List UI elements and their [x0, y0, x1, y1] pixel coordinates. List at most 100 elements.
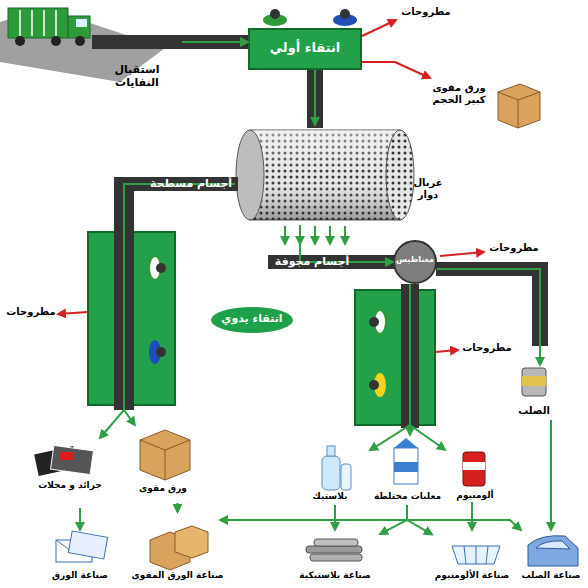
node-text: صناعة بلاستيكية — [290, 570, 380, 580]
fall-arrow — [329, 226, 331, 244]
flow-arrow — [437, 269, 540, 365]
node-text: معلبات مختلطة — [371, 491, 444, 501]
truck-cab — [68, 16, 90, 38]
fall-arrow — [299, 226, 301, 244]
industry-item: صناعة الورق — [40, 530, 120, 585]
industry-item: صناعة الورق المقوى — [135, 512, 220, 585]
tray-icon — [452, 546, 500, 564]
flow-arrow — [407, 505, 432, 534]
box-edge — [498, 92, 540, 100]
sieve-end — [386, 130, 414, 220]
flow-arrow — [182, 41, 248, 43]
node-text: بلاستيك — [300, 491, 360, 501]
pipes-icon — [306, 539, 362, 561]
envelope-icon — [56, 531, 108, 562]
flow-arrow — [410, 284, 445, 450]
fall-arrow — [344, 226, 346, 244]
industry-item: صناعة بلاستيكية — [290, 530, 380, 585]
flow-arrow — [124, 184, 235, 425]
worker-head — [369, 317, 379, 327]
truck — [8, 8, 90, 46]
node-text: مغناطيس — [391, 255, 439, 264]
flow-arrow — [409, 284, 411, 435]
truck-stripe — [31, 10, 33, 36]
bottle-neck — [327, 446, 335, 456]
conveyor-bar — [114, 177, 134, 410]
truck-stripe — [19, 10, 21, 36]
rotary-sieve — [236, 130, 414, 220]
worker-head — [156, 263, 166, 273]
output-item: معلبات مختلطة — [375, 435, 440, 505]
node-text: ورق مقوى — [128, 483, 198, 493]
envelope — [68, 531, 107, 559]
paper-sheet — [51, 445, 94, 474]
box-shape — [175, 526, 208, 558]
industry-item: صناعة الألومنيوم — [432, 530, 512, 585]
flow-arrow — [550, 420, 552, 530]
reject-arrow — [435, 350, 458, 352]
flow-label: أجسام مجوفة — [262, 255, 362, 269]
carton-top — [394, 438, 418, 448]
conveyor-bar — [401, 284, 419, 428]
worker-head — [369, 380, 379, 390]
can-band — [463, 462, 485, 470]
bottle-body — [322, 456, 340, 490]
newspaper-icon — [34, 445, 93, 476]
reject-arrow — [362, 20, 396, 36]
reject-label: مطروحات — [396, 6, 456, 17]
worker-head — [156, 347, 166, 357]
carton-icon — [394, 438, 418, 484]
tray-rib — [486, 546, 488, 564]
output-item: ألومنيوم — [445, 440, 505, 502]
reject-label: مطروحات — [458, 342, 516, 353]
node-text: انتقاء أولي — [250, 41, 360, 56]
worker — [369, 310, 386, 334]
flow-arrow — [407, 505, 521, 530]
node-text: صناعة الألومنيوم — [426, 570, 518, 580]
conveyor-bar — [92, 35, 250, 49]
flow-arrow — [79, 508, 81, 530]
pipe — [314, 539, 358, 546]
conveyor-bar — [532, 262, 548, 346]
tray-rib — [476, 546, 477, 564]
magnet-circle: مغناطيس — [393, 240, 437, 284]
sieve-shade — [250, 130, 400, 220]
node-text: جرائد و مجلات — [30, 480, 110, 490]
boxes-icon — [150, 526, 208, 570]
truck-window — [76, 19, 87, 27]
conveyor-bar — [307, 70, 323, 128]
flow-arrow — [362, 62, 430, 78]
truck-stripe — [43, 10, 45, 36]
node-text: ورق مقوى كبير الحجم — [425, 82, 493, 105]
industry-item: صناعة الصلب — [516, 530, 586, 585]
cardboard-icon — [140, 430, 190, 480]
tray — [452, 546, 500, 564]
truck-wheel — [15, 36, 25, 46]
bottle-icon — [322, 446, 351, 490]
car-door-icon — [528, 536, 578, 566]
output-item: بلاستيك — [300, 440, 370, 505]
pipe — [306, 546, 362, 553]
can-label — [522, 376, 546, 386]
node-text: صناعة الصلب — [516, 570, 586, 580]
tray-rib — [464, 546, 466, 564]
door — [528, 536, 578, 566]
truck-wheel — [51, 36, 61, 46]
flow-label: أجسام مسطحة — [146, 177, 236, 191]
flow-arrow — [100, 184, 235, 438]
steel-can-icon — [522, 368, 546, 396]
node-text: ألومنيوم — [445, 490, 505, 500]
conveyor-bar — [436, 262, 548, 276]
worker-head — [340, 9, 350, 19]
process-oval: انتقاء يدوي — [211, 307, 293, 333]
box-edge — [140, 440, 190, 450]
paper-mark — [60, 452, 74, 460]
worker — [263, 9, 287, 26]
reject-label: مطروحات — [484, 242, 544, 253]
box-edge — [518, 100, 519, 128]
reject-arrow — [58, 312, 88, 314]
